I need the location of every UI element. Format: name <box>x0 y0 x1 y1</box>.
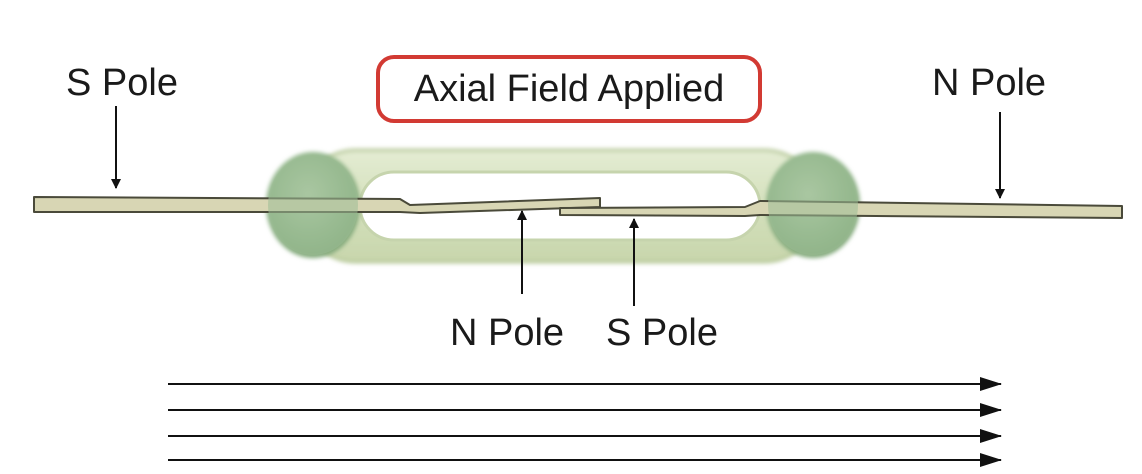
right-seal-overlay <box>768 155 858 255</box>
label-right-reed-tip-pole: S Pole <box>606 312 718 354</box>
label-left-outer-pole: S Pole <box>66 62 178 104</box>
field-lines <box>168 377 1002 467</box>
title: Axial Field Applied <box>413 67 725 110</box>
label-left-reed-tip-pole: N Pole <box>450 312 565 354</box>
left-seal-overlay <box>268 155 358 255</box>
title-box: Axial Field Applied <box>376 55 762 123</box>
label-right-outer-pole: N Pole <box>932 62 1047 104</box>
